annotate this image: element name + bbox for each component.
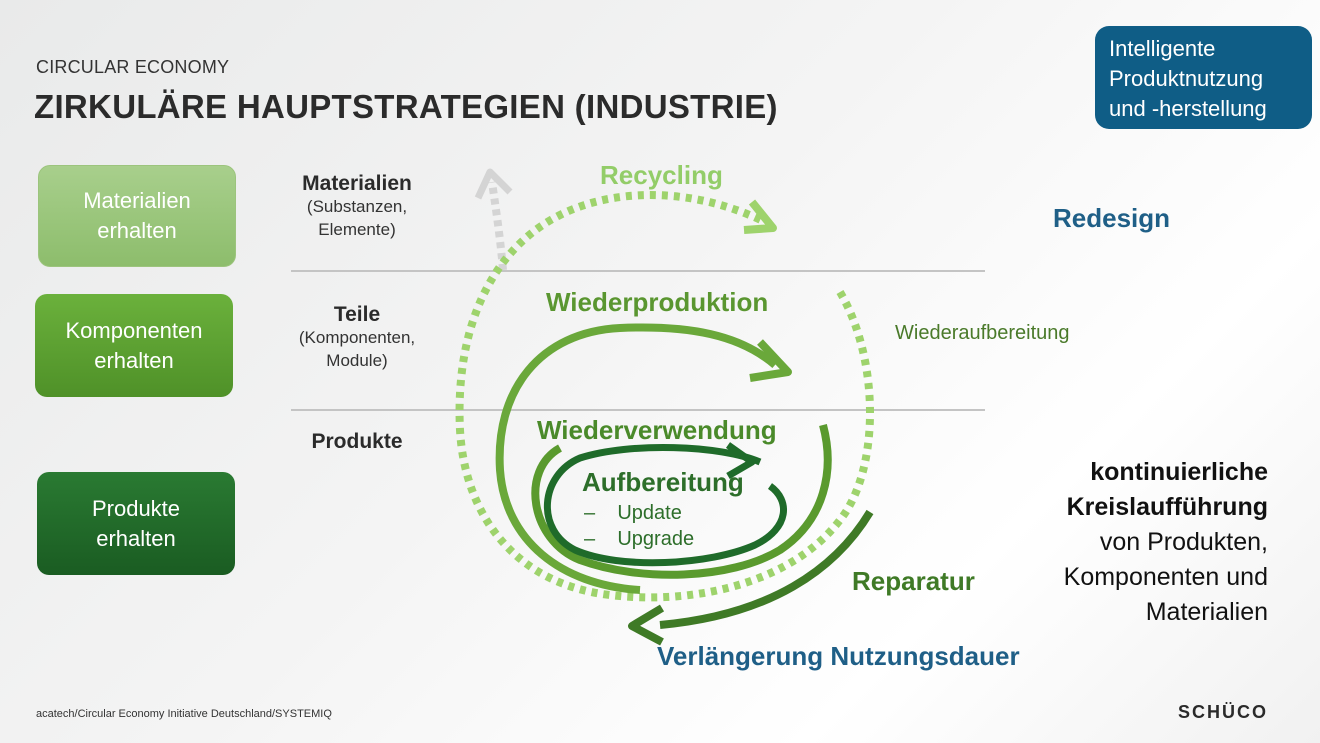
- level-label-line1: Materialien: [83, 188, 191, 213]
- source-note: acatech/Circular Economy Initiative Deut…: [36, 708, 332, 720]
- reparatur-loop: [659, 509, 874, 629]
- divider-line: [291, 409, 985, 411]
- statement-bold-2: Kreislaufführung: [1066, 493, 1268, 521]
- statement-line-4: Komponenten und: [1063, 563, 1268, 591]
- label-wiederproduktion: Wiederproduktion: [546, 287, 769, 317]
- level-label-line2: erhalten: [96, 525, 176, 551]
- wiederproduktion-arrow-head-icon: [749, 339, 792, 382]
- topic-badge: Intelligente Produktnutzung und -herstel…: [1095, 26, 1312, 129]
- category-title: Materialien: [302, 172, 412, 195]
- label-aufbereitung: Aufbereitung: [582, 467, 744, 497]
- grey-loss-arrow: [488, 181, 507, 271]
- badge-line-3: und -herstellung: [1109, 96, 1267, 121]
- level-box-produkte: Produkte erhalten: [37, 472, 235, 575]
- wiederverwendung-loop: [531, 423, 832, 579]
- category-title: Produkte: [311, 430, 403, 453]
- section-kicker: CIRCULAR ECONOMY: [36, 57, 230, 77]
- level-label-line2: erhalten: [94, 347, 174, 373]
- statement-bold-1: kontinuierliche: [1090, 458, 1268, 486]
- category-materialien: Materialien (Substanzen, Elemente): [282, 172, 432, 241]
- aufbereitung-loop: [544, 444, 787, 567]
- category-sub: (Substanzen,: [306, 197, 408, 216]
- aufbereitung-item-upgrade: – Upgrade: [584, 528, 695, 550]
- level-label-line2: erhalten: [97, 218, 177, 243]
- wiederproduktion-loop: [495, 323, 778, 594]
- recycling-loop: [455, 191, 874, 602]
- label-wiederverwendung: Wiederverwendung: [537, 415, 777, 445]
- recycling-arrow-head-icon: [743, 199, 777, 234]
- badge-line-2: Produktnutzung: [1109, 66, 1264, 91]
- level-label-line1: Komponenten: [65, 317, 203, 343]
- divider-line: [291, 270, 985, 272]
- grey-arrow-head-icon: [474, 168, 513, 200]
- category-title: Teile: [333, 303, 381, 326]
- label-wiederaufbereitung: Wiederaufbereitung: [895, 322, 1070, 344]
- category-produkte: Produkte: [282, 430, 432, 453]
- category-sub: (Komponenten,: [298, 328, 416, 347]
- level-label-line1: Produkte: [91, 495, 181, 521]
- statement-line-3: von Produkten,: [1099, 528, 1268, 556]
- reparatur-arrow-head-icon: [628, 604, 665, 646]
- aufbereitung-arrow-head-icon: [725, 442, 756, 480]
- aufbereitung-item-update: – Update: [584, 502, 682, 524]
- category-sub: Module): [326, 351, 388, 370]
- label-recycling: Recycling: [600, 160, 723, 190]
- company-logo: SCHÜCO: [1178, 702, 1269, 722]
- level-box-materialien: Materialien erhalten: [38, 165, 236, 267]
- label-reparatur: Reparatur: [852, 566, 975, 596]
- category-teile: Teile (Komponenten, Module): [282, 303, 432, 372]
- category-sub: Elemente): [318, 220, 396, 239]
- statement-block: kontinuierliche Kreislaufführung von Pro…: [1064, 455, 1268, 630]
- level-box-komponenten: Komponenten erhalten: [35, 294, 233, 397]
- label-redesign: Redesign: [1053, 203, 1171, 233]
- label-verlaengerung-nutzungsdauer: Verlängerung Nutzungsdauer: [657, 641, 1020, 671]
- statement-line-5: Materialien: [1145, 598, 1268, 626]
- page-title: ZIRKULÄRE HAUPTSTRATEGIEN (INDUSTRIE): [34, 88, 778, 125]
- badge-line-1: Intelligente: [1109, 36, 1216, 61]
